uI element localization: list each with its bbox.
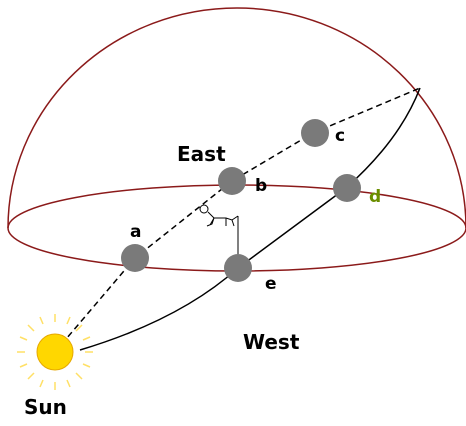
planet-a bbox=[121, 244, 149, 272]
label-e: e bbox=[265, 274, 277, 294]
planet-e bbox=[224, 254, 252, 282]
celestial-dome bbox=[7, 7, 466, 229]
sun-icon bbox=[17, 314, 93, 390]
sun-label: Sun bbox=[24, 395, 67, 419]
planet-c bbox=[301, 119, 329, 147]
west-label: West bbox=[243, 330, 300, 354]
label-d: d bbox=[369, 187, 381, 207]
label-b: b bbox=[255, 176, 267, 196]
east-label: East bbox=[177, 142, 226, 166]
stick-figure-observer-icon bbox=[199, 204, 239, 258]
label-c: c bbox=[335, 126, 345, 146]
label-a: a bbox=[130, 222, 141, 242]
dashed-sun-path bbox=[54, 87, 421, 353]
planet-d bbox=[333, 174, 361, 202]
solid-orbit-path bbox=[79, 87, 421, 351]
planet-b bbox=[218, 167, 246, 195]
